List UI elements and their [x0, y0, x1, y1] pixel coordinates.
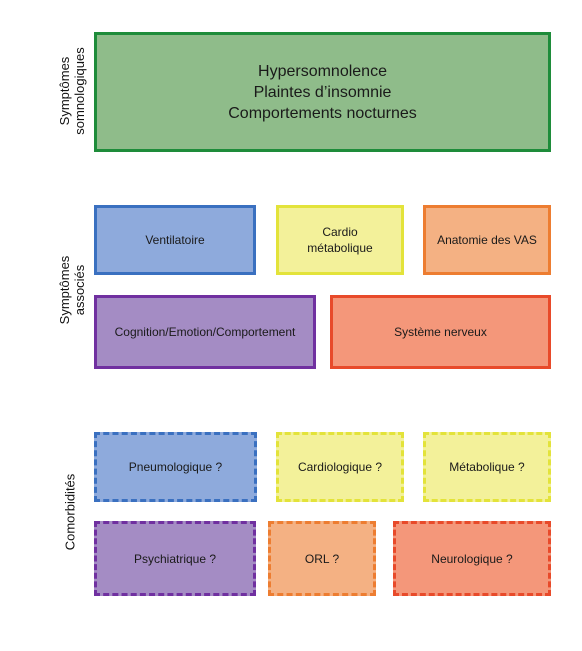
symptom-insomnie: Plaintes d’insomnie [253, 83, 392, 101]
associated-anatomie-label: Anatomie des VAS [437, 233, 537, 247]
associated-systeme-label: Système nerveux [394, 325, 487, 339]
symptom-comportements-nocturnes: Comportements nocturnes [228, 104, 417, 122]
comorbidity-neurologique-label: Neurologique ? [431, 551, 513, 566]
comorbidity-psychiatrique-box: Psychiatrique ? [94, 521, 256, 596]
comorbidity-metabolique-box: Métabolique ? [423, 432, 551, 502]
section-label-line: Comorbidités [62, 473, 78, 551]
associated-cardio-line: Cardio [322, 225, 358, 239]
section-label-line: Symptômes [57, 255, 72, 325]
section-label-somnologiques: Symptômes somnologiques [57, 47, 87, 134]
comorbidity-pneumologique-box: Pneumologique ? [94, 432, 257, 502]
associated-ventilatoire-label: Ventilatoire [145, 233, 205, 247]
comorbidity-pneumologique-label: Pneumologique ? [128, 460, 223, 474]
section-label-comorbidites: Comorbidités [63, 474, 78, 551]
comorbidity-neurologique-box: Neurologique ? [393, 521, 551, 596]
section-label-line: associés [72, 264, 87, 316]
somnolence-symptoms-box: Hypersomnolence Plaintes d’insomnie Comp… [94, 32, 551, 152]
section-label-line: Symptômes [57, 56, 72, 126]
associated-cardio-text: Cardio métabolique [307, 224, 372, 256]
comorbidity-metabolique-label: Métabolique ? [449, 460, 525, 474]
comorbidity-orl-label: ORL ? [304, 551, 340, 566]
associated-ventilatoire-box: Ventilatoire [94, 205, 256, 275]
associated-systeme-box: Système nerveux [330, 295, 551, 369]
associated-cognition-box: Cognition/Emotion/Comportement [94, 295, 316, 369]
associated-cardio-box: Cardio métabolique [276, 205, 404, 275]
associated-anatomie-box: Anatomie des VAS [423, 205, 551, 275]
comorbidity-orl-box: ORL ? [268, 521, 376, 596]
symptom-hypersomnolence: Hypersomnolence [258, 62, 387, 80]
comorbidity-cardiologique-box: Cardiologique ? [276, 432, 404, 502]
section-label-associes: Symptômes associés [57, 256, 87, 325]
associated-cardio-line: métabolique [307, 241, 373, 255]
comorbidity-psychiatrique-label: Psychiatrique ? [133, 551, 217, 566]
somnolence-symptoms-text: Hypersomnolence Plaintes d’insomnie Comp… [228, 61, 417, 124]
comorbidity-cardiologique-label: Cardiologique ? [297, 460, 383, 474]
associated-cognition-label: Cognition/Emotion/Comportement [114, 325, 296, 339]
section-label-line: somnologiques [72, 47, 87, 135]
